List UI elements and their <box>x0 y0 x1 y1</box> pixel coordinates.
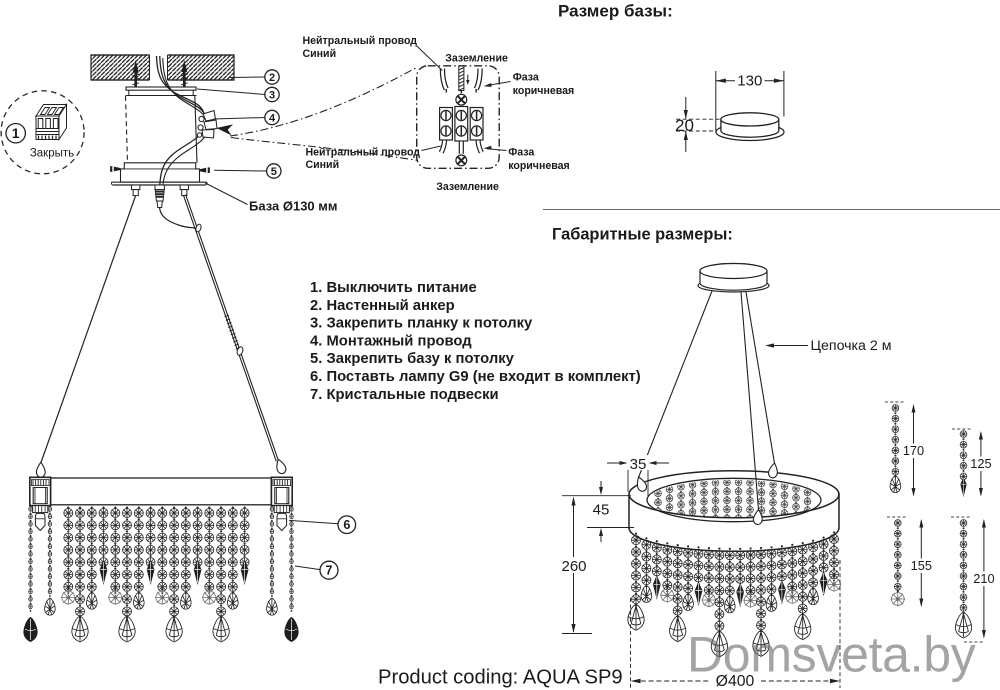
svg-text:125: 125 <box>970 456 991 471</box>
svg-text:1: 1 <box>12 125 20 141</box>
svg-text:Цепочка 2 м: Цепочка 2 м <box>811 338 892 354</box>
svg-text:210: 210 <box>973 571 994 586</box>
svg-text:Нейтральный провод: Нейтральный провод <box>303 35 418 47</box>
svg-text:Domsveta.by: Domsveta.by <box>687 627 976 683</box>
svg-text:Габаритные размеры:: Габаритные размеры: <box>552 226 733 244</box>
svg-text:130: 130 <box>737 73 762 90</box>
svg-text:Размер базы:: Размер базы: <box>558 2 673 21</box>
svg-text:3: 3 <box>269 90 275 102</box>
svg-text:Product coding: AQUA SP9: Product coding: AQUA SP9 <box>378 666 623 688</box>
svg-text:Синий: Синий <box>306 159 340 171</box>
svg-text:45: 45 <box>593 502 610 519</box>
svg-text:коричневая: коричневая <box>513 85 575 97</box>
svg-text:7: 7 <box>326 564 333 578</box>
svg-text:3. Закрепить планку к потолку: 3. Закрепить планку к потолку <box>310 316 533 332</box>
svg-text:2: 2 <box>269 72 275 84</box>
svg-text:Фаза: Фаза <box>508 147 534 159</box>
svg-text:2. Настенный анкер: 2. Настенный анкер <box>310 298 455 314</box>
svg-text:Нейтральный провод: Нейтральный провод <box>306 147 421 159</box>
svg-text:4: 4 <box>269 113 276 125</box>
svg-text:Заземление: Заземление <box>436 181 499 193</box>
svg-text:35: 35 <box>630 456 647 473</box>
svg-text:Ø400: Ø400 <box>716 673 755 690</box>
svg-text:коричневая: коричневая <box>508 160 570 172</box>
svg-text:5: 5 <box>271 166 277 178</box>
svg-text:170: 170 <box>903 443 924 458</box>
svg-text:Синий: Синий <box>303 48 337 60</box>
svg-text:База Ø130 мм: База Ø130 мм <box>249 199 338 214</box>
svg-text:260: 260 <box>561 558 586 575</box>
svg-text:155: 155 <box>911 558 932 573</box>
svg-text:4. Монтажный провод: 4. Монтажный провод <box>310 333 472 349</box>
svg-text:Заземление: Заземление <box>445 52 508 64</box>
svg-text:7. Кристальные подвески: 7. Кристальные подвески <box>310 387 499 403</box>
svg-text:5. Закрепить базу к потолку: 5. Закрепить базу к потолку <box>310 351 515 367</box>
svg-text:6: 6 <box>343 518 350 532</box>
svg-text:Фаза: Фаза <box>513 72 539 84</box>
svg-text:20: 20 <box>675 116 694 135</box>
svg-text:6. Поставть лампу G9 (не входи: 6. Поставть лампу G9 (не входит в компле… <box>310 369 641 385</box>
svg-text:1. Выключить питание: 1. Выключить питание <box>310 280 477 296</box>
svg-text:Закрыть: Закрыть <box>30 148 74 160</box>
